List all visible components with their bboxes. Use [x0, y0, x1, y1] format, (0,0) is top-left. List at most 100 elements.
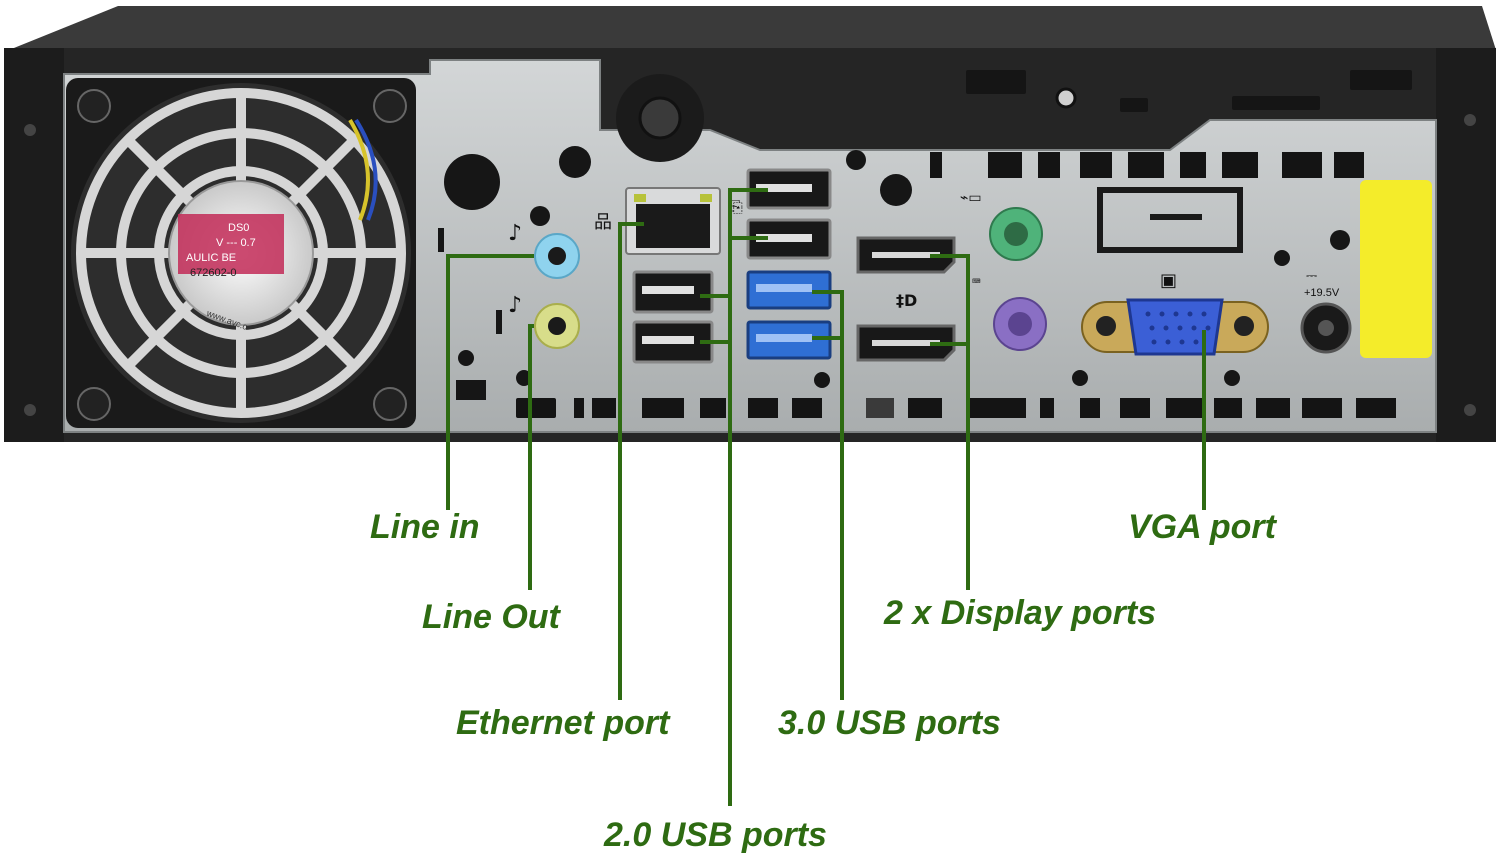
hole — [814, 372, 830, 388]
slot — [1350, 70, 1412, 90]
vent-slot — [1128, 152, 1164, 178]
vent-slot — [970, 398, 1026, 418]
chassis-top-bevel — [4, 6, 1496, 52]
vga-pin — [1187, 311, 1193, 317]
vent-slot — [930, 152, 942, 178]
thumb-screw-cap — [638, 96, 682, 140]
vga-connector — [1126, 298, 1224, 356]
hole — [559, 146, 591, 178]
monitor-icon: ▣ — [1160, 270, 1177, 291]
vent-slot — [792, 398, 822, 418]
vga-pin — [1159, 311, 1165, 317]
jack-hole — [548, 247, 566, 265]
ethernet-led-right — [700, 194, 712, 202]
ethernet-socket — [636, 204, 710, 248]
fan-sticker-line4: 672602-0 — [190, 267, 237, 279]
vga-pin — [1149, 325, 1155, 331]
vga-pin — [1163, 325, 1169, 331]
hole — [1224, 370, 1240, 386]
callout-lines — [446, 188, 1206, 806]
fan-sticker-line2: V --- 0.7 — [216, 237, 256, 249]
usb-tongue — [756, 234, 812, 242]
callout-line-ethernet — [618, 222, 644, 700]
vent-slot — [1120, 398, 1150, 418]
expansion-cover — [1097, 187, 1243, 253]
hole — [1072, 370, 1088, 386]
chassis-screw-right-top — [1464, 114, 1476, 126]
line-out-jack — [534, 303, 580, 349]
chassis-right-edge — [1436, 48, 1496, 442]
vent-slot — [1180, 152, 1206, 178]
vga-pin — [1173, 311, 1179, 317]
screw — [77, 387, 111, 421]
label-display-ports: 2 x Display ports — [884, 594, 1157, 632]
vent-slot — [1222, 152, 1258, 178]
hole — [1330, 230, 1350, 250]
fan-sticker-line3: AULIC BE — [186, 252, 236, 264]
usb-tongue — [642, 286, 694, 294]
label-usb2-ports: 2.0 USB ports — [604, 816, 827, 854]
vent-slot — [1040, 398, 1054, 418]
usb-tongue — [642, 336, 694, 344]
vent-slot — [1256, 398, 1290, 418]
chassis-screw-left-top — [24, 124, 36, 136]
ps2-center — [1008, 312, 1032, 336]
keyboard-icon: ⌨ — [972, 274, 981, 290]
vga-pin — [1193, 339, 1199, 345]
slot — [1232, 96, 1320, 110]
line-in-jack — [534, 233, 580, 279]
fan-wires — [354, 118, 378, 221]
vent-slot — [1080, 398, 1100, 418]
vent-slot — [988, 152, 1022, 178]
chassis-screw-right-bottom — [1464, 404, 1476, 416]
vent-slot — [1166, 398, 1202, 418]
vga-pins — [1145, 311, 1211, 345]
hole — [530, 206, 550, 226]
displayport-icon: ‡D — [896, 291, 917, 310]
displayports — [856, 236, 956, 362]
fan-sticker-line1: DS0 — [228, 222, 249, 234]
panel-holes — [438, 146, 1350, 400]
vga-pin — [1177, 325, 1183, 331]
vent-slot — [700, 398, 726, 418]
vga-pin — [1205, 325, 1211, 331]
vga-pin — [1165, 339, 1171, 345]
slot — [1120, 98, 1148, 112]
usb-tongue — [756, 334, 812, 342]
slot — [1055, 87, 1077, 109]
label-line-out: Line Out — [422, 598, 560, 636]
vent-slot — [516, 398, 556, 418]
callout-line-usb2 — [728, 188, 768, 806]
vent-slot — [1356, 398, 1396, 418]
vent-slot — [866, 398, 894, 418]
vga-standoff — [1230, 312, 1258, 340]
label-ethernet-port: Ethernet port — [456, 704, 670, 742]
chassis-left-edge — [4, 48, 64, 442]
slot — [966, 70, 1026, 94]
vga-standoff — [1092, 312, 1120, 340]
callout-line-usb3 — [812, 290, 844, 700]
callout-line-line-in — [446, 254, 534, 510]
callout-line-display — [930, 254, 970, 590]
power-rating-label: +19.5V — [1304, 287, 1340, 299]
mouse-icon: ⌁▭ — [960, 190, 982, 206]
vent-slot — [574, 398, 584, 418]
screw — [373, 387, 407, 421]
screw — [77, 89, 111, 123]
vent-slot — [1214, 398, 1242, 418]
usb2-port-tongues — [642, 184, 812, 344]
dc-power-icon: ⎓ — [1306, 268, 1317, 284]
hole — [438, 228, 444, 252]
vent-slot — [1282, 152, 1322, 178]
fan-sticker-red — [178, 214, 284, 274]
bottom-vent-slots — [516, 398, 1396, 418]
vga-pin — [1145, 311, 1151, 317]
hole — [458, 350, 474, 366]
hole — [846, 150, 866, 170]
vga-pin — [1151, 339, 1157, 345]
usb-tongue — [756, 284, 812, 292]
fan-wires — [348, 118, 370, 221]
vga-pin — [1201, 311, 1207, 317]
expansion-cover-slot — [1150, 214, 1202, 220]
